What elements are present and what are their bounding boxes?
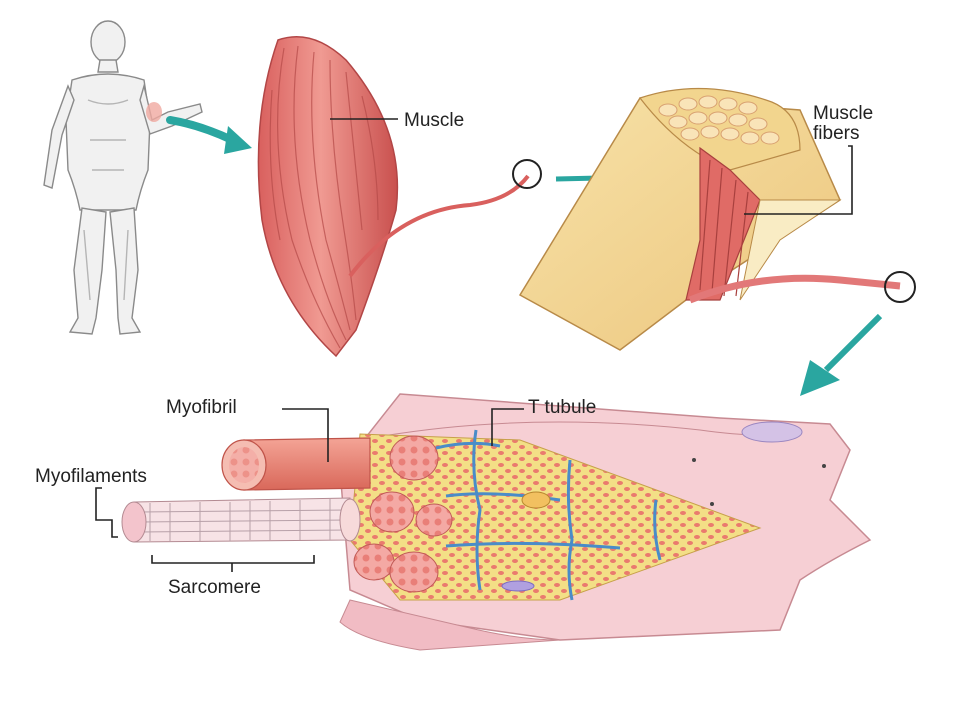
- muscle-fibers-label: Muscle fibers: [813, 104, 903, 144]
- upper-arm-highlight: [146, 102, 162, 122]
- muscle-fibers-label-line2: fibers: [813, 122, 860, 144]
- arrow-figure-to-muscle: [166, 116, 252, 154]
- sarcomere-label: Sarcomere: [168, 577, 261, 598]
- sarcomere-bracket: [151, 555, 315, 564]
- muscle-cell: [339, 393, 872, 651]
- muscle-label: Muscle: [404, 110, 465, 131]
- myofibril-label: Myofibril: [166, 397, 237, 418]
- human-figure: [43, 20, 203, 335]
- muscle-fibers-label-line1: Muscle: [813, 103, 874, 124]
- magnify-circle-2: [884, 271, 916, 303]
- myofibril-cross-sections: [353, 435, 453, 593]
- arrow-fiber-to-myofibril: [800, 313, 883, 396]
- myofilaments-bracket: [95, 487, 118, 538]
- magnify-circle-1: [512, 159, 542, 189]
- t-tubule-leader-line: [491, 408, 524, 446]
- myofibril-leader-line: [282, 408, 329, 462]
- t-tubule-label: T tubule: [528, 397, 597, 418]
- single-fiber: [688, 274, 901, 304]
- fascicle-bundle: [518, 87, 842, 351]
- myofilament-strip: [121, 497, 361, 543]
- fibers-leader-line: [744, 145, 853, 215]
- myofilaments-label: Myofilaments: [35, 466, 147, 487]
- myofibril-cylinder: [221, 437, 371, 491]
- fiber-tail: [348, 174, 530, 278]
- whole-muscle: [257, 36, 399, 358]
